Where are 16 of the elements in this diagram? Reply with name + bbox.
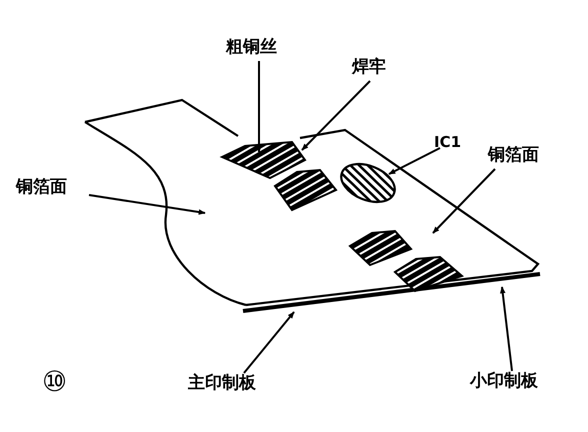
callout-label: 小印制板 bbox=[470, 372, 538, 391]
leader-arrow bbox=[500, 286, 513, 372]
figure-number: ⑩ bbox=[42, 368, 68, 396]
leader-arrow bbox=[388, 147, 440, 175]
callout-label: 焊牢 bbox=[352, 58, 386, 77]
callout-label: IC1 bbox=[434, 134, 462, 150]
callout-label: 铜箔面 bbox=[16, 178, 67, 197]
leader-arrow bbox=[243, 311, 295, 374]
callout-label: 铜箔面 bbox=[488, 146, 539, 165]
leader-arrow bbox=[432, 168, 496, 234]
leader-arrow bbox=[88, 194, 206, 215]
callout-label: 粗铜丝 bbox=[226, 38, 277, 57]
callout-label: 主印制板 bbox=[188, 374, 256, 393]
leader-arrow bbox=[256, 61, 262, 153]
leader-arrow bbox=[301, 80, 371, 151]
ic-chip-ellipse bbox=[340, 163, 396, 203]
